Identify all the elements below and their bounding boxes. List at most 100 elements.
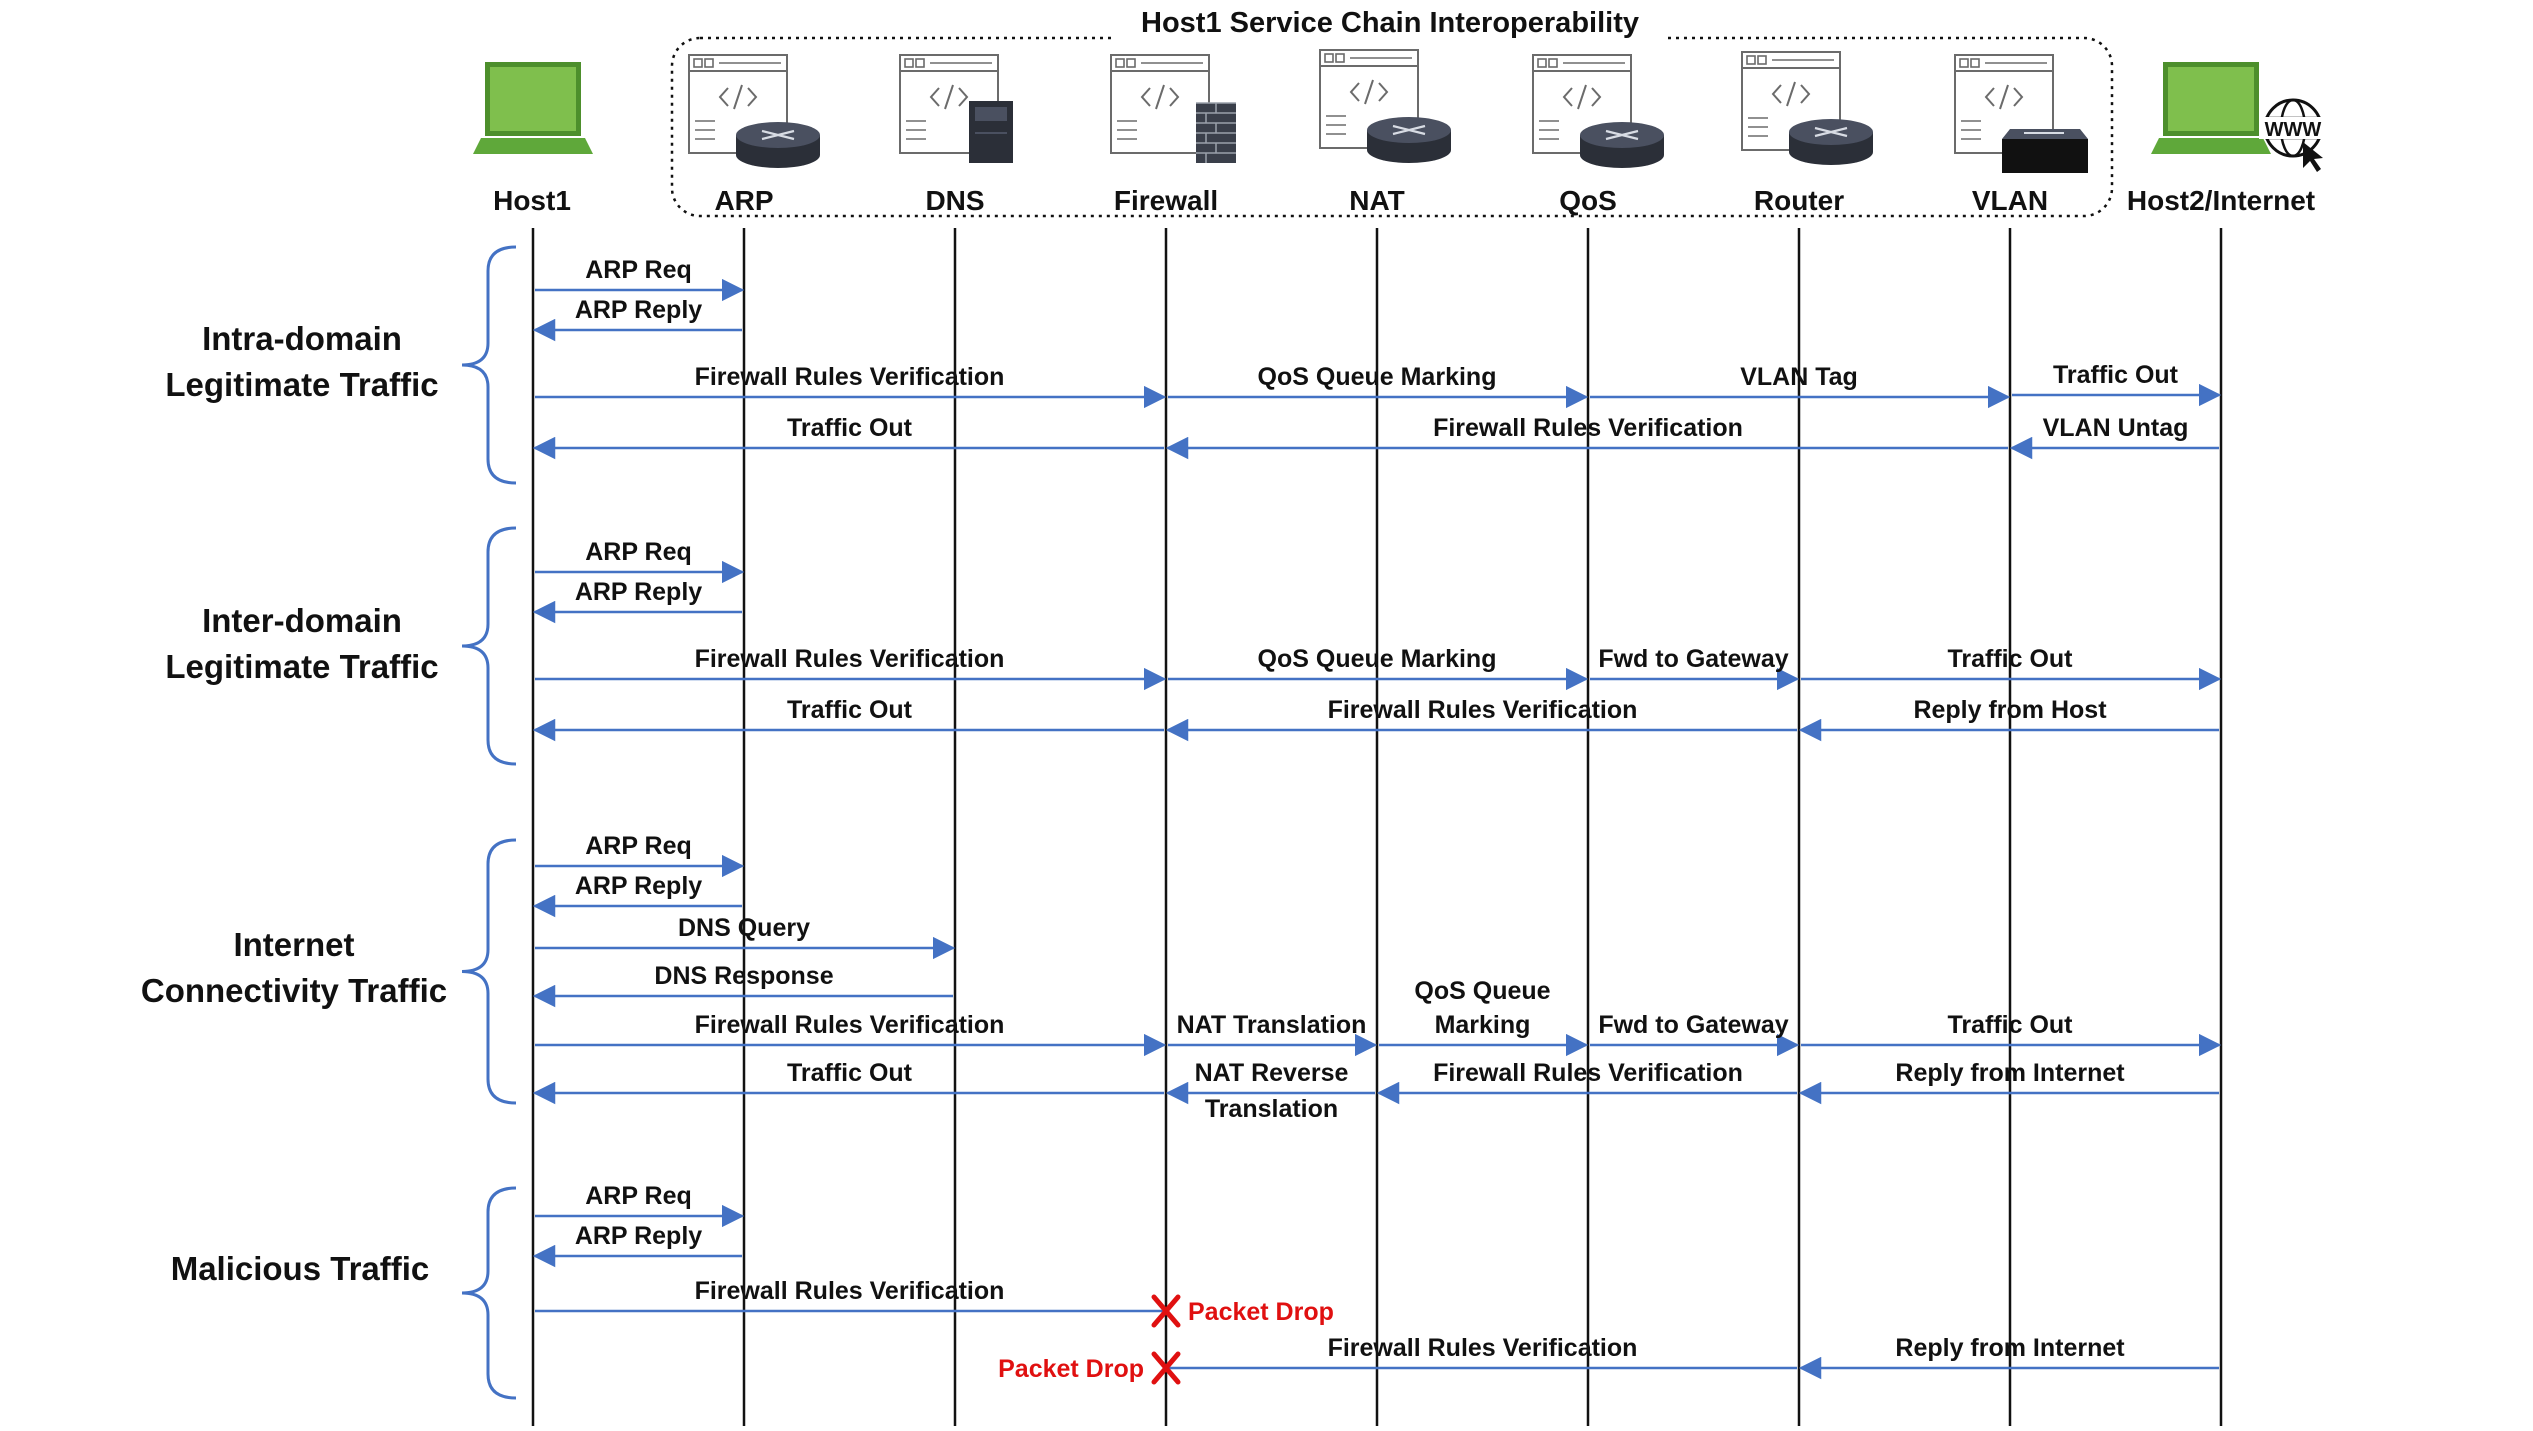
message-arrow: Reply from Internet	[1798, 1334, 2219, 1380]
message-label: Firewall Rules Verification	[695, 645, 1005, 673]
message-arrow: Reply from Internet	[1798, 1059, 2219, 1105]
vlan-participant: VLAN	[1954, 54, 2088, 216]
message-arrow: ARP Req	[535, 256, 745, 302]
section-title: Connectivity Traffic	[141, 972, 447, 1009]
message-label: Firewall Rules Verification	[695, 1011, 1005, 1039]
message-label: Traffic Out	[787, 414, 913, 442]
firewall-participant: Firewall	[1110, 54, 1236, 216]
lifelines-layer	[531, 228, 2223, 1428]
router-icon	[1319, 49, 1451, 163]
router-icon	[688, 54, 820, 168]
message-arrow: DNS Query	[535, 914, 956, 960]
message-arrow: Fwd to Gateway	[1590, 1011, 1800, 1057]
message-label: Marking	[1435, 1011, 1531, 1039]
chain-title-backdrop	[1115, 4, 1665, 50]
router-icon	[1532, 54, 1664, 168]
laptop-icon	[473, 62, 593, 154]
router-icon	[1741, 51, 1873, 165]
message-label: NAT Reverse	[1195, 1059, 1349, 1087]
message-arrow: DNS Response	[532, 962, 953, 1008]
qos-participant: QoS	[1532, 54, 1664, 216]
packet-drop-label: Packet Drop	[1188, 1298, 1334, 1326]
message-arrow: VLAN Untag	[2009, 414, 2219, 460]
firewall-icon	[1110, 54, 1236, 163]
dns-participant: DNS	[899, 54, 1013, 216]
message-label: Traffic Out	[1947, 1011, 2073, 1039]
nat-participant: NAT	[1319, 49, 1451, 216]
chain-title: Host1 Service Chain Interoperability	[1141, 7, 1639, 39]
message-arrow: Firewall Rules Verification	[1165, 696, 1797, 742]
router-label: Router	[1754, 185, 1844, 216]
message-arrow: ARP Req	[535, 832, 745, 878]
message-label: Firewall Rules Verification	[695, 1277, 1005, 1305]
message-arrow: Firewall Rules Verification	[1376, 1059, 1797, 1105]
message-label: Firewall Rules Verification	[695, 363, 1005, 391]
message-label: Traffic Out	[2053, 361, 2179, 389]
switch-icon	[1954, 54, 2088, 173]
message-label: ARP Req	[585, 256, 692, 284]
message-label: Reply from Internet	[1895, 1059, 2125, 1087]
message-arrow: Traffic Out	[532, 696, 1164, 742]
message-arrow: ARP Reply	[532, 578, 742, 624]
message-arrow: Reply from Host	[1798, 696, 2219, 742]
message-arrow: Traffic Out	[2012, 361, 2222, 407]
message-arrow: Traffic Out	[532, 414, 1164, 460]
message-label: ARP Reply	[575, 1222, 702, 1250]
section-title: Malicious Traffic	[171, 1250, 430, 1287]
message-label: Firewall Rules Verification	[1328, 696, 1638, 724]
message-label: Fwd to Gateway	[1598, 645, 1788, 673]
message-label: Firewall Rules Verification	[1433, 1059, 1743, 1087]
router-participant: Router	[1741, 51, 1873, 216]
message-label: ARP Req	[585, 832, 692, 860]
message-arrow: NAT Translation	[1168, 1011, 1378, 1057]
message-label: Traffic Out	[787, 1059, 913, 1087]
message-arrow: ARP Reply	[532, 296, 742, 342]
message-arrow: ARP Req	[535, 538, 745, 584]
message-arrow: Traffic Out	[1801, 645, 2222, 691]
message-arrow: Firewall Rules Verification	[535, 645, 1167, 691]
packet-drop-icon	[1151, 1294, 1181, 1328]
section-title: Internet	[233, 926, 354, 963]
laptop-globe-icon: WWW	[2151, 62, 2327, 172]
message-label: ARP Req	[585, 1182, 692, 1210]
message-label: QoS Queue Marking	[1258, 645, 1497, 673]
message-arrow: VLAN Tag	[1590, 363, 2011, 409]
message-arrow: Firewall Rules Verification	[1165, 414, 2008, 460]
message-label: ARP Reply	[575, 578, 702, 606]
message-label: QoS Queue Marking	[1258, 363, 1497, 391]
packet-drop-icon	[1151, 1351, 1181, 1385]
arp-participant: ARP	[688, 54, 820, 216]
service-chain-group	[670, 36, 2114, 218]
section-title: Inter-domain	[202, 602, 402, 639]
firewall-label: Firewall	[1114, 185, 1218, 216]
message-label: ARP Req	[585, 538, 692, 566]
host2-label: Host2/Internet	[2127, 185, 2315, 216]
message-label: Traffic Out	[1947, 645, 2073, 673]
qos-label: QoS	[1559, 185, 1617, 216]
nat-label: NAT	[1349, 185, 1404, 216]
section-brace	[461, 838, 517, 1105]
message-label: VLAN Tag	[1740, 363, 1858, 391]
message-label: Reply from Internet	[1895, 1334, 2125, 1362]
message-label: Translation	[1205, 1095, 1338, 1123]
section-title: Intra-domain	[202, 320, 402, 357]
host2-participant: WWW Host2/Internet	[2127, 62, 2327, 216]
message-arrow: Firewall Rules Verification	[535, 1011, 1167, 1057]
message-label: Firewall Rules Verification	[1433, 414, 1743, 442]
message-label: QoS Queue	[1414, 977, 1550, 1005]
message-arrow: QoS Queue Marking	[1168, 363, 1589, 409]
section-brace	[461, 526, 517, 766]
message-label: DNS Response	[654, 962, 833, 990]
message-label: NAT Translation	[1177, 1011, 1367, 1039]
message-arrow: Traffic Out	[1801, 1011, 2222, 1057]
